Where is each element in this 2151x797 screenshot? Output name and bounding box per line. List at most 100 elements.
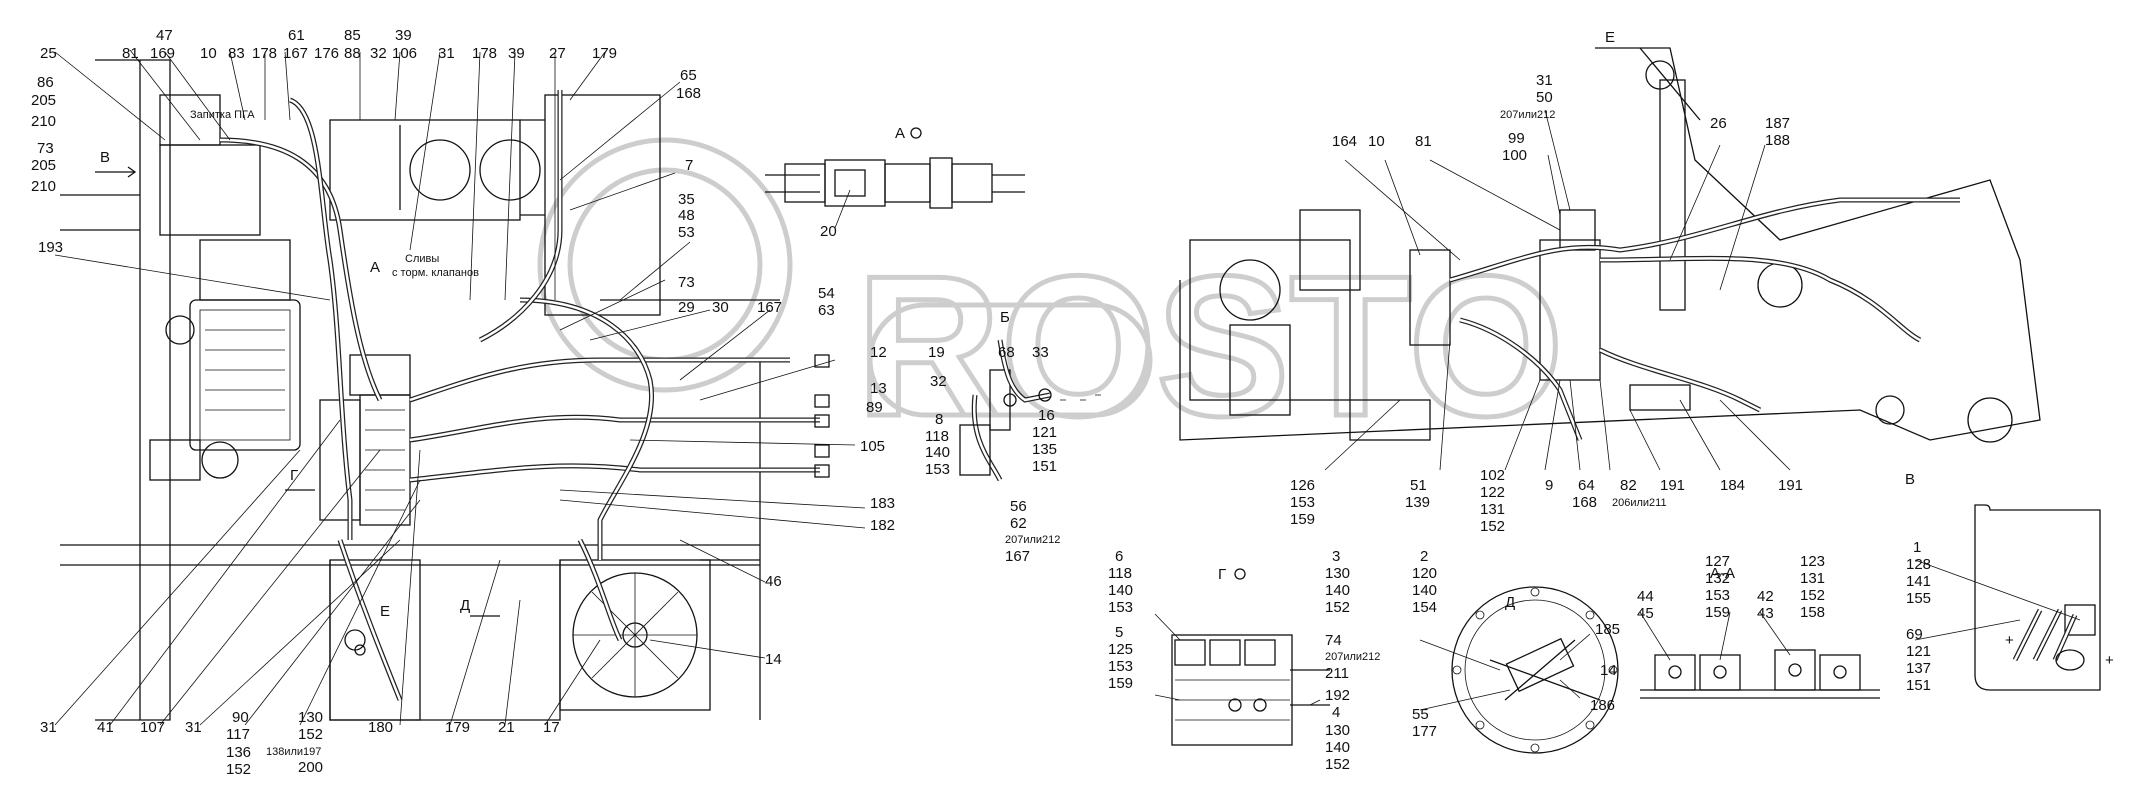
callout: 39 bbox=[395, 27, 412, 44]
callout: 159 bbox=[1290, 511, 1315, 528]
callout: 26 bbox=[1710, 115, 1727, 132]
callout: 121 bbox=[1032, 424, 1057, 441]
callout: 35 bbox=[678, 191, 695, 208]
callout: 5 bbox=[1115, 624, 1123, 641]
callout: 3 bbox=[1332, 548, 1340, 565]
callout: 81 bbox=[122, 45, 139, 62]
callout: 10 bbox=[200, 45, 217, 62]
callout: 4 bbox=[1332, 704, 1340, 721]
callout: 168 bbox=[676, 85, 701, 102]
callout: 152 bbox=[226, 761, 251, 778]
callout: 31 bbox=[40, 719, 57, 736]
callout: 167 bbox=[283, 45, 308, 62]
callout: 186 bbox=[1590, 697, 1615, 714]
callout: 153 bbox=[925, 461, 950, 478]
callout: 62 bbox=[1010, 515, 1027, 532]
callout: 200 bbox=[298, 759, 323, 776]
callout: 205 bbox=[31, 157, 56, 174]
callout: 123 bbox=[1800, 553, 1825, 570]
callout: 31 bbox=[185, 719, 202, 736]
callout: 32 bbox=[930, 373, 947, 390]
callout: 139 bbox=[1405, 494, 1430, 511]
callout: 41 bbox=[97, 719, 114, 736]
callout: 159 bbox=[1108, 675, 1133, 692]
callout: 39 bbox=[508, 45, 525, 62]
callout: 159 bbox=[1705, 604, 1730, 621]
view-arrow-d: Д bbox=[460, 597, 470, 614]
callout: 44 bbox=[1637, 588, 1654, 605]
callout: 74 bbox=[1325, 632, 1342, 649]
callout: 46 bbox=[765, 573, 782, 590]
callout: 135 bbox=[1032, 441, 1057, 458]
callout: 85 bbox=[344, 27, 361, 44]
callout: 210 bbox=[31, 178, 56, 195]
callout: 31 bbox=[438, 45, 455, 62]
callout: 153 bbox=[1290, 494, 1315, 511]
callout: 152 bbox=[1325, 756, 1350, 773]
callout: 64 bbox=[1578, 477, 1595, 494]
callout: 140 bbox=[1412, 582, 1437, 599]
callout: 53 bbox=[678, 224, 695, 241]
callout: 140 bbox=[1325, 582, 1350, 599]
view-arrow-v: В bbox=[100, 149, 110, 166]
callout: 178 bbox=[472, 45, 497, 62]
callout: 207или212 bbox=[1500, 109, 1555, 121]
callout: 188 bbox=[1765, 132, 1790, 149]
callout: 130 bbox=[1325, 565, 1350, 582]
callout: 55 bbox=[1412, 706, 1429, 723]
view-v-detail: В + + bbox=[1905, 471, 2114, 691]
view-d-title: Д bbox=[1505, 594, 1515, 611]
callout: 207или212 bbox=[1325, 651, 1380, 663]
callout: 17 bbox=[543, 719, 560, 736]
callout: 191 bbox=[1778, 477, 1803, 494]
callout: 6 bbox=[1115, 548, 1123, 565]
callout: 107 bbox=[140, 719, 165, 736]
callout: 177 bbox=[1412, 723, 1437, 740]
callout: 13 bbox=[870, 380, 887, 397]
view-arrow-e: Е bbox=[380, 603, 390, 620]
callout: 193 bbox=[38, 239, 63, 256]
callout: 167 bbox=[757, 299, 782, 316]
callout: 118 bbox=[925, 428, 949, 445]
leader-lines bbox=[54, 49, 2081, 726]
callout: 106 bbox=[392, 45, 417, 62]
callout: 63 bbox=[818, 302, 835, 319]
callout: 187 bbox=[1765, 115, 1790, 132]
view-d-detail: Д bbox=[1451, 586, 1619, 754]
callout: 141 bbox=[1906, 573, 1931, 590]
callout: 207или212 bbox=[1005, 534, 1060, 546]
callout: 27 bbox=[549, 45, 566, 62]
callout: 130 bbox=[1325, 722, 1350, 739]
callout: 9 bbox=[1545, 477, 1553, 494]
callout: 152 bbox=[298, 726, 323, 743]
callout: 118 bbox=[1108, 565, 1132, 582]
view-a-title: А bbox=[895, 125, 905, 142]
callout: 99 bbox=[1508, 130, 1525, 147]
callout: 14 bbox=[1600, 662, 1617, 679]
callout: 158 bbox=[1800, 604, 1825, 621]
main-view: Запитка ПГА Сливы с торм. клапанов В А Г… bbox=[60, 59, 830, 721]
callout: 61 bbox=[288, 27, 305, 44]
view-a-detail: А bbox=[765, 125, 1025, 209]
callout: 88 bbox=[344, 45, 361, 62]
callout: 185 bbox=[1595, 621, 1620, 638]
callout: 138или197 bbox=[266, 746, 321, 758]
callout: 121 bbox=[1906, 643, 1931, 660]
callout: 127 bbox=[1705, 553, 1730, 570]
callout: 132 bbox=[1705, 570, 1730, 587]
callout: 191 bbox=[1660, 477, 1685, 494]
view-e-title: Е bbox=[1605, 29, 1615, 46]
callout: 122 bbox=[1480, 484, 1505, 501]
callout: 183 bbox=[870, 495, 895, 512]
view-b-detail: Б bbox=[959, 309, 1101, 482]
callout: 151 bbox=[1032, 458, 1057, 475]
callout: 131 bbox=[1480, 501, 1505, 518]
watermark: ROSTO bbox=[537, 137, 1566, 461]
callout: 131 bbox=[1800, 570, 1825, 587]
callout: 48 bbox=[678, 207, 695, 224]
callout: 45 bbox=[1637, 605, 1654, 622]
callout: 206или211 bbox=[1612, 497, 1667, 509]
callout: 153 bbox=[1705, 587, 1730, 604]
callout: 47 bbox=[156, 27, 173, 44]
